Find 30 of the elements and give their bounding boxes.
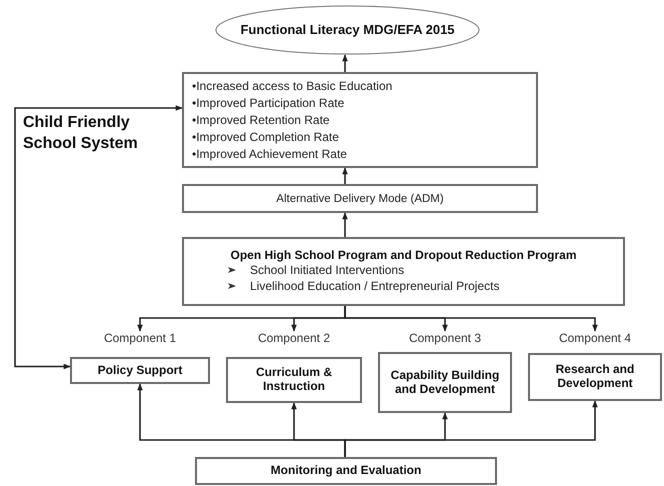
component-title: Curriculum & Instruction — [254, 366, 333, 394]
component-title: Capability Building and Development — [390, 368, 500, 396]
connector-arrow — [344, 306, 598, 332]
outcome-text: •Improved Retention Rate — [192, 112, 330, 128]
connector-arrow — [344, 400, 598, 457]
outcome-text: •Increased access to Basic Education — [192, 78, 392, 94]
connector-arrow — [342, 212, 348, 237]
connector-arrow — [342, 167, 348, 184]
process-box — [182, 184, 538, 213]
process-box — [195, 457, 497, 485]
goal-ellipse — [215, 5, 480, 55]
program-item-text: Livelihood Education / Entrepreneurial Projects — [250, 278, 500, 294]
component-caption: Component 2 — [256, 331, 332, 345]
process-text: Alternative Delivery Mode (ADM) — [276, 192, 444, 204]
program-item-text: School Initiated Interventions — [250, 262, 404, 278]
component-title: Policy Support — [98, 364, 182, 378]
component-title: Research and Development — [554, 363, 636, 391]
program-box — [182, 237, 625, 306]
component-caption: Component 4 — [558, 331, 632, 345]
connector-arrow — [14, 105, 183, 370]
component-caption: Component 3 — [408, 331, 482, 345]
component-caption: Component 1 — [102, 331, 178, 345]
process-title: Monitoring and Evaluation — [270, 464, 422, 478]
outcome-text: •Improved Completion Rate — [192, 128, 339, 146]
goal-text: Functional Literacy MDG/EFA 2015 — [240, 22, 455, 38]
outcome-text: •Improved Achievement Rate — [192, 146, 347, 162]
outcomes-box — [182, 72, 538, 168]
outcome-text: •Improved Participation Rate — [192, 94, 344, 112]
connector-arrow — [342, 54, 348, 72]
program-title: Open High School Program and Dropout Reduction Program — [230, 248, 576, 262]
